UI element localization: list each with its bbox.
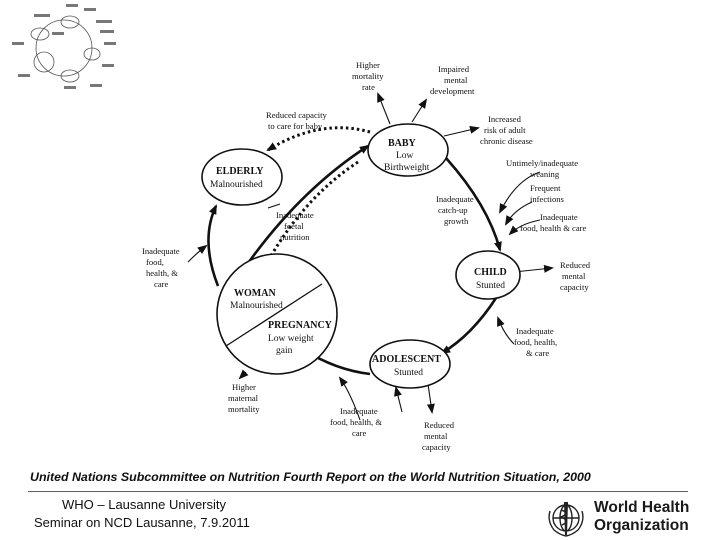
label-higher-maternal: Higher maternal mortality <box>228 382 260 414</box>
dotted-arrows <box>260 126 371 274</box>
arrow-baby-to-child <box>445 157 502 252</box>
node-elderly-title: ELDERLY <box>216 166 264 177</box>
who-logo-line-2: Organization <box>594 517 689 534</box>
label-higher-mortality: Higher mortality rate <box>352 60 386 92</box>
label-impaired-mental: Impaired mental development <box>430 64 475 96</box>
dotted-arrow-baby-to-elderly <box>266 126 371 152</box>
node-pregnancy-sub1: Low weight <box>268 334 314 344</box>
node-child-title: CHILD <box>474 267 507 278</box>
node-elderly: ELDERLY Malnourished <box>201 148 283 206</box>
footer-line-1: WHO – Lausanne University <box>62 497 227 512</box>
label-increased-risk: Increased risk of adult chronic disease <box>480 114 533 146</box>
node-baby-sub2: Birthweight <box>384 163 430 173</box>
node-adolescent-title: ADOLESCENT <box>372 354 441 365</box>
arrow-child-to-adolescent <box>440 297 498 355</box>
label-inadequate-food-adolescent: Inadequate food, health, & care <box>514 326 559 358</box>
node-baby: BABY Low Birthweight <box>367 123 449 177</box>
node-woman-pregnancy: WOMAN Malnourished PREGNANCY Low weight … <box>216 253 338 375</box>
footer-divider <box>28 491 688 492</box>
label-reduced-mental-child: Reduced mental capacity <box>560 260 592 292</box>
arrow-woman-to-elderly <box>207 204 220 287</box>
thumbnail-diagram <box>12 4 116 89</box>
label-inadequate-food-bottom: Inadequate food, health, & care <box>330 406 384 438</box>
label-frequent-infections: Frequent infections <box>530 183 565 204</box>
footer: WHO – Lausanne University Seminar on NCD… <box>34 496 250 532</box>
who-logo-text: World Health Organization <box>594 499 689 535</box>
node-woman-sub: Malnourished <box>230 301 283 311</box>
label-inadequate-food-elderly: Inadequate food, health, & care <box>142 246 182 289</box>
label-reduced-mental-bottom: Reduced mental capacity <box>422 420 456 452</box>
node-baby-sub1: Low <box>396 151 414 161</box>
who-emblem-icon <box>548 502 584 537</box>
label-inadequate-foetal: Inadequate foetal nutrition <box>276 210 316 242</box>
node-woman-title: WOMAN <box>234 288 276 299</box>
node-elderly-sub: Malnourished <box>210 180 263 190</box>
node-child: CHILD Stunted <box>455 250 521 300</box>
malnutrition-lifecycle-diagram: BABY Low Birthweight ELDERLY Malnourishe… <box>142 60 592 452</box>
label-untimely-weaning: Untimely/inadequate weaning <box>506 158 580 179</box>
who-logo: World Health Organization <box>544 497 714 539</box>
node-child-sub: Stunted <box>476 281 505 291</box>
node-pregnancy-title: PREGNANCY <box>268 320 333 331</box>
footer-line-2: Seminar on NCD Lausanne, 7.9.2011 <box>34 515 250 530</box>
node-pregnancy-sub2: gain <box>276 346 293 356</box>
label-reduced-capacity-care: Reduced capacity to care for baby <box>266 110 329 131</box>
who-logo-line-1: World Health <box>594 499 690 516</box>
arrow-woman-to-baby <box>244 144 370 267</box>
outcome-arrows <box>187 92 554 421</box>
label-inadequate-catchup: Inadequate catch-up growth <box>436 194 476 226</box>
source-caption: United Nations Subcommittee on Nutrition… <box>30 470 591 484</box>
node-baby-title: BABY <box>388 138 417 149</box>
node-adolescent: ADOLESCENT Stunted <box>369 339 451 389</box>
node-adolescent-sub: Stunted <box>394 368 423 378</box>
label-inadequate-food-child: Inadequate food, health & care <box>520 212 587 233</box>
